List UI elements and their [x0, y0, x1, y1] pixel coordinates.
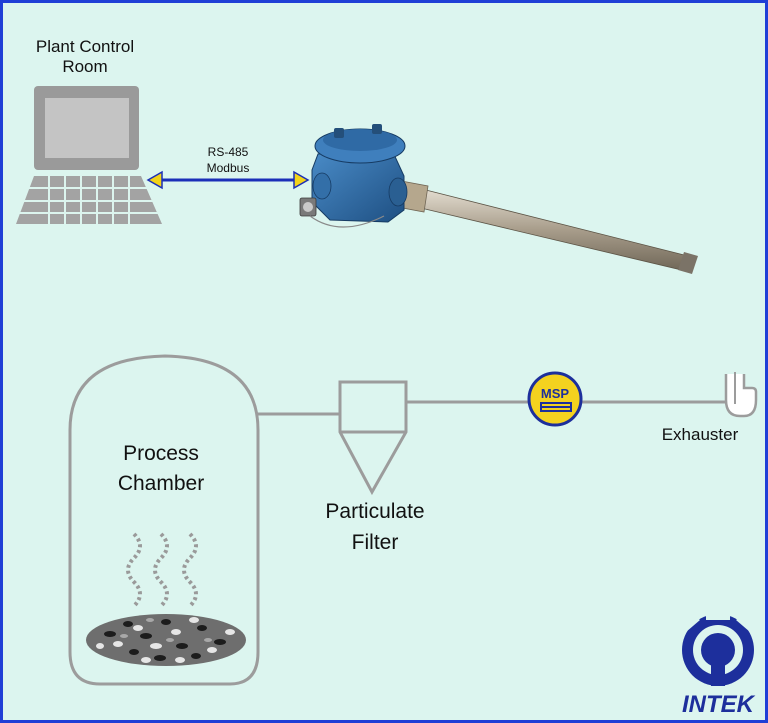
particulate-filter-shape [338, 380, 408, 496]
particulate-pile [86, 614, 246, 666]
control-room-title-line2: Room [62, 57, 107, 76]
chamber-label-line2: Chamber [118, 472, 204, 495]
control-room-title-line1: Plant Control [36, 37, 134, 56]
right-arrow-head [293, 170, 310, 190]
link-protocol-label: RS-485 [208, 145, 249, 159]
link-bus-label: Modbus [207, 161, 250, 175]
exhauster-icon [724, 372, 758, 418]
laptop-icon [16, 86, 164, 224]
msp-sensor-badge [527, 371, 583, 427]
exhauster-label: Exhauster [662, 425, 739, 444]
fumes-icon [126, 532, 198, 608]
intek-logo: INTEK [670, 604, 765, 718]
intek-logo-text: INTEK [682, 691, 756, 718]
chamber-label-line1: Process [123, 442, 199, 465]
sensor-probe-image [299, 124, 698, 274]
process-chamber-vessel [68, 354, 260, 686]
msp-badge-label: MSP [541, 386, 570, 401]
filter-label-line2: Filter [352, 531, 399, 554]
process-pipeline [256, 400, 728, 416]
rs485-link [146, 170, 310, 190]
left-arrow-head [146, 170, 163, 190]
system-diagram: Plant Control Room RS-485 Modbus [16, 37, 765, 718]
filter-label-line1: Particulate [325, 500, 424, 523]
